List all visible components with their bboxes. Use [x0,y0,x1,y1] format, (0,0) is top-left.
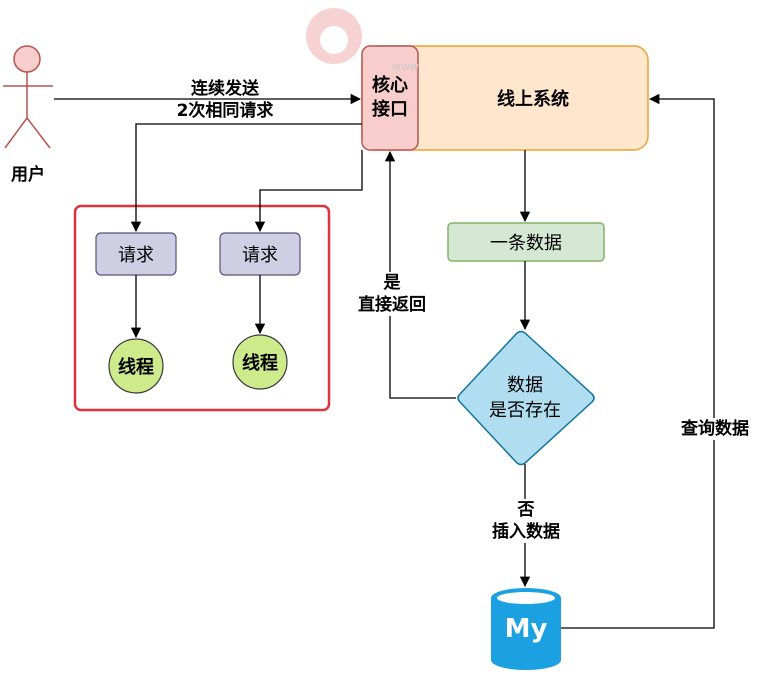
yes-label-line1: 是 [383,273,401,293]
arrow-decision-yes-return [384,150,456,399]
send-label-line1: 连续发送 [191,79,259,99]
send-label: 连续发送 2次相同请求 [150,78,300,122]
core-interface-label: 核心 接口 [362,46,418,150]
decision-line1: 数据 [507,375,543,396]
arrow-core-to-request-1 [130,123,362,233]
no-label-line2: 插入数据 [492,522,560,542]
yes-label-line2: 直接返回 [358,295,426,315]
thread-node [232,334,288,390]
thread-label: 线程 [242,353,278,374]
request-label: 请求 [242,245,278,266]
online-system-label: 线上系统 [497,89,569,110]
watermark-logo [306,8,362,64]
mysql-database-icon [491,588,561,670]
watermark-text: www [392,60,419,73]
user-actor-icon [3,45,53,149]
query-label: 查询数据 [674,418,756,440]
thread-node [108,338,164,394]
db-label: My [504,614,548,644]
no-label: 否 插入数据 [480,499,572,543]
thread-label: 线程 [118,357,154,378]
core-interface-box [361,45,419,151]
record-label: 一条数据 [490,233,562,254]
request-label: 请求 [118,245,154,266]
decision-diamond [457,330,595,466]
decision-label: 数据 是否存在 [466,360,584,436]
user-label: 用户 [11,165,45,185]
yes-label: 是 直接返回 [346,272,438,316]
arrow-db-query-back [561,93,715,629]
no-label-line1: 否 [517,500,535,520]
thread-group-frame [73,204,331,412]
send-label-line2: 2次相同请求 [176,101,274,121]
core-label-line2: 接口 [372,99,408,120]
record-box [447,222,605,262]
arrow-core-to-request-2 [254,150,363,233]
decision-line2: 是否存在 [489,400,561,421]
core-label-line1: 核心 [372,75,408,96]
